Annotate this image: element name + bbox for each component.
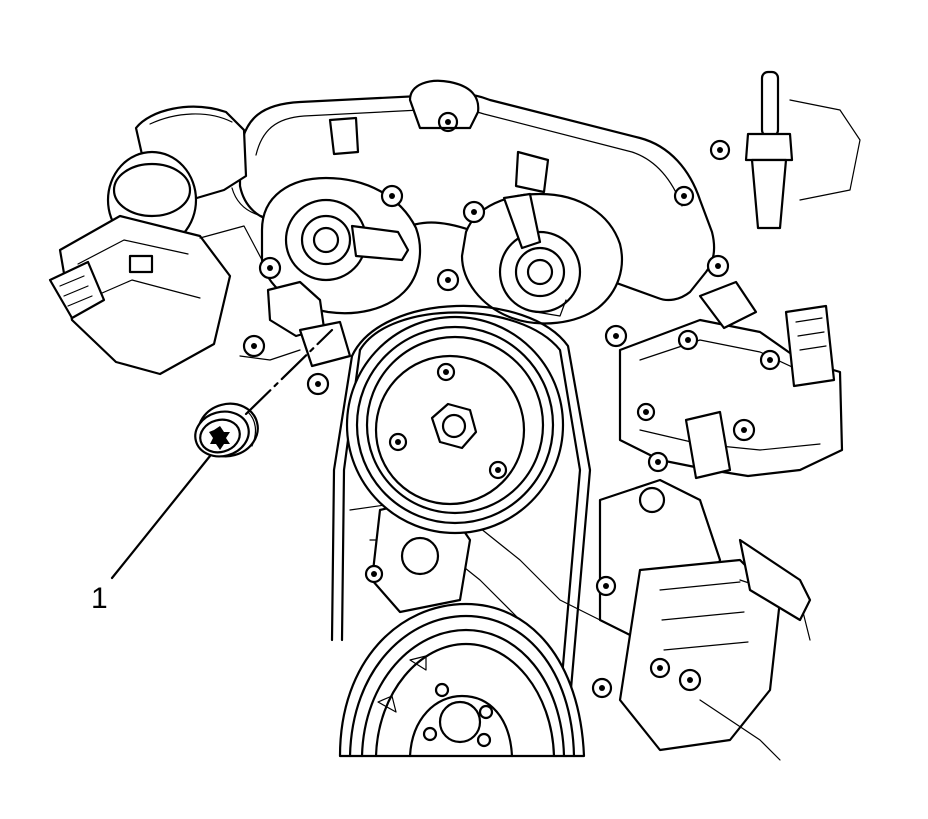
upper-pulley [345,315,565,535]
misc-fittings [239,280,656,422]
throttle-body [48,105,266,376]
dipstick-tube [744,70,861,230]
callout-leader-line [110,454,212,580]
install-path-line [244,328,334,416]
engine-block [349,410,812,761]
plug-with-torx-head-icon [194,402,259,458]
intake-manifold [618,280,844,478]
crankshaft-pulley [338,602,586,758]
cover-bolts [258,139,731,348]
callout-1-label: 1 [91,582,108,615]
camshaft-covers [260,176,624,325]
